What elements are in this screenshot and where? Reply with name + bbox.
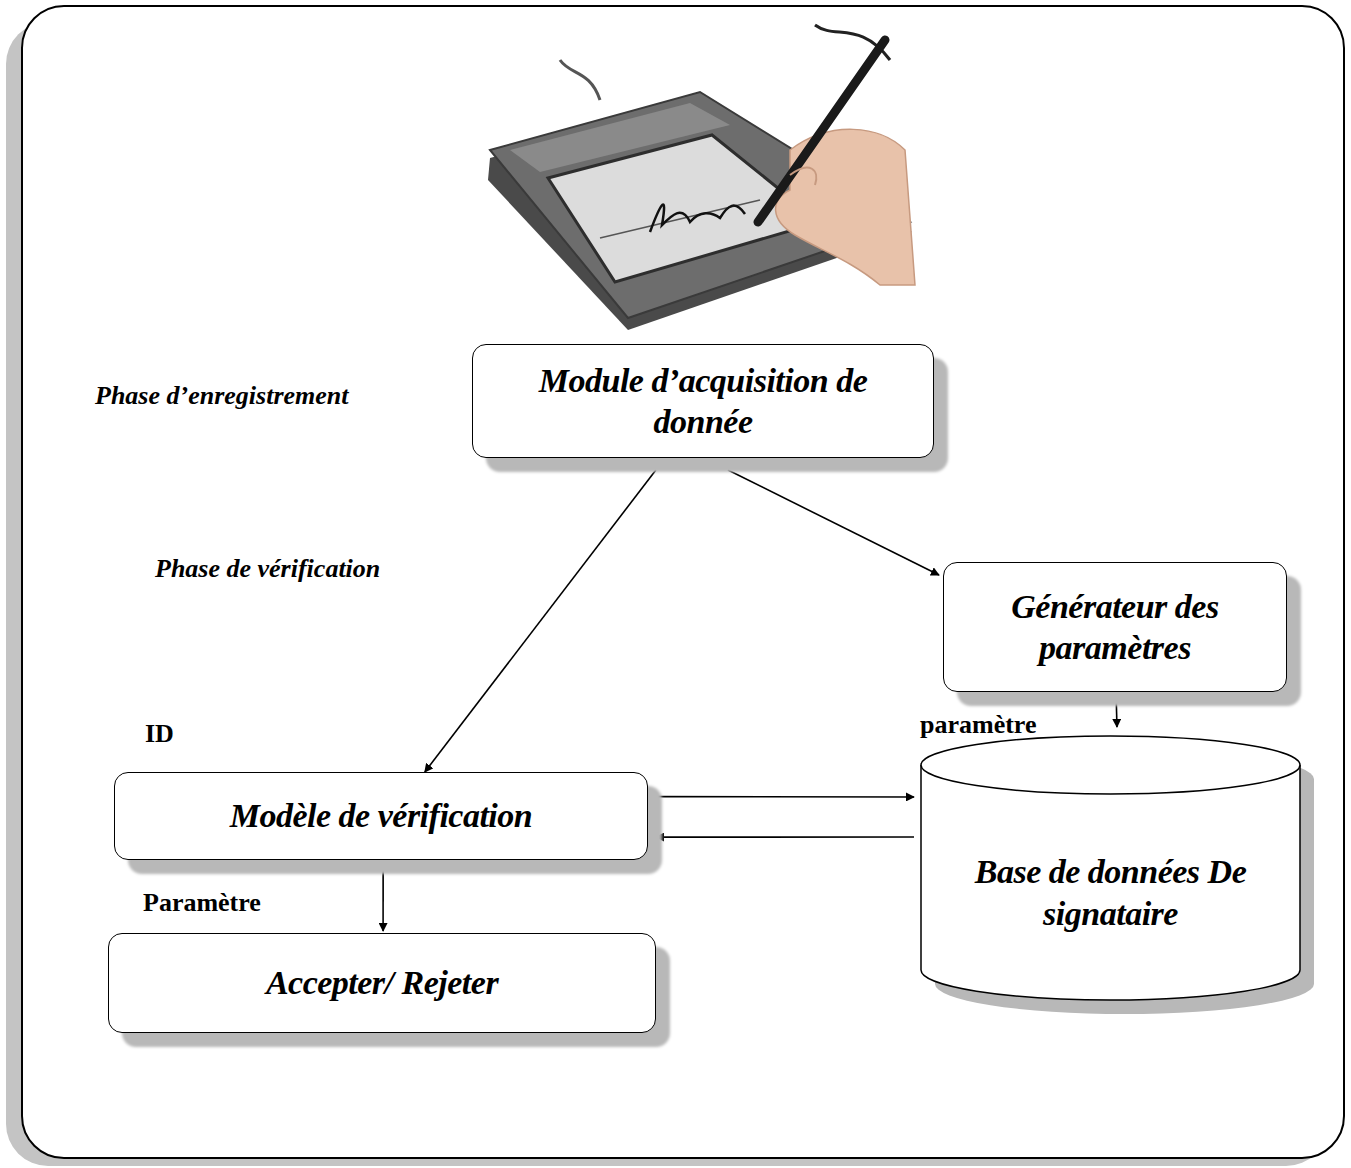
id-label: ID bbox=[145, 718, 174, 749]
cylinder-top bbox=[921, 736, 1300, 794]
database-cylinder: Base de données De signataire bbox=[920, 735, 1301, 1000]
arrow-connector bbox=[656, 796, 914, 798]
node-text: Module d’acquisition de donnée bbox=[491, 360, 915, 443]
arrow-connector bbox=[656, 836, 914, 838]
hand-finger bbox=[790, 168, 816, 185]
arrow-connector bbox=[728, 470, 939, 575]
cylinder-body bbox=[921, 765, 1300, 1000]
arrow-connector bbox=[1115, 692, 1118, 727]
node-text: Générateur des paramètres bbox=[962, 586, 1268, 669]
node-text: Modèle de vérification bbox=[230, 795, 532, 836]
signature-line bbox=[600, 200, 760, 238]
result-box: Accepter/ Rejeter bbox=[108, 933, 656, 1033]
node-text: Accepter/ Rejeter bbox=[266, 962, 498, 1003]
cylinder-fill bbox=[921, 765, 1300, 1000]
process-box: Module d’acquisition de donnée bbox=[472, 344, 934, 458]
hand bbox=[776, 129, 915, 285]
node-text: Base de données De signataire bbox=[934, 851, 1287, 934]
signature-stroke bbox=[650, 205, 745, 232]
edge-label: Paramètre bbox=[143, 887, 261, 918]
stylus bbox=[758, 40, 885, 222]
arrow-connector bbox=[382, 860, 384, 931]
process-box: Modèle de vérification bbox=[114, 772, 648, 860]
tablet-cable bbox=[560, 60, 600, 100]
frame-border bbox=[22, 6, 1344, 1158]
process-box: Générateur des paramètres bbox=[943, 562, 1287, 692]
arrow-connector bbox=[425, 470, 656, 772]
phase-label: Phase de vérification bbox=[155, 553, 380, 584]
phase-label: Phase d’enregistrement bbox=[95, 380, 349, 411]
edge-label: paramètre bbox=[920, 709, 1036, 740]
